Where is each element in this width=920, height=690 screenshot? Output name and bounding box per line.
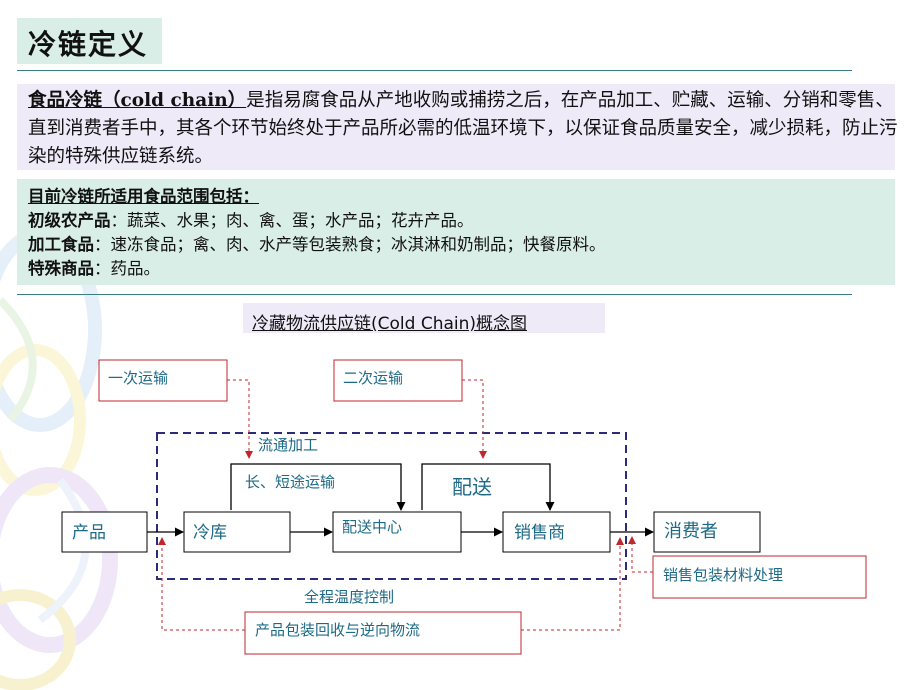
connector-first-transport — [227, 379, 253, 459]
node-product-label: 产品 — [72, 523, 106, 543]
arrow-long-short-transport — [230, 463, 406, 511]
circulation-processing-label: 流通加工 — [258, 436, 319, 454]
note-reverse-logistics-label: 产品包装回收与逆向物流 — [255, 621, 421, 639]
connector-second-transport — [462, 379, 487, 459]
delivery-label: 配送 — [452, 475, 492, 499]
node-consumer-label: 消费者 — [664, 521, 718, 542]
note-second-transport-label: 二次运输 — [343, 369, 404, 387]
scope-divider — [17, 294, 852, 295]
scope-item: 加工食品：速冻食品；禽、肉、水产等包装熟食；冰淇淋和奶制品；快餐原料。 — [28, 235, 606, 254]
node-product-box — [61, 511, 148, 553]
scope-heading: 目前冷链所适用食品范围包括： — [28, 187, 259, 206]
scope-panel — [17, 179, 895, 285]
note-packaging-disposal-box — [652, 555, 867, 599]
connector-reverse-to-product — [158, 537, 245, 631]
note-first-transport-box — [98, 359, 228, 402]
connector-packaging-disposal — [628, 536, 653, 573]
node-retailer-label: 销售商 — [514, 523, 565, 543]
temperature-control-frame — [156, 432, 627, 580]
note-first-transport-label: 一次运输 — [108, 369, 169, 387]
page-title: 冷链定义 — [28, 28, 149, 61]
node-consumer-box — [653, 511, 761, 553]
definition-body: 是指易腐食品从产地收购或捕捞之后，在产品加工、贮藏、运输、分销和零售、直到消费者… — [28, 90, 898, 167]
diagram-title-background — [243, 303, 605, 333]
scope-item: 初级农产品：蔬菜、水果；肉、禽、蛋；水产品；花卉产品。 — [28, 211, 474, 230]
arrow-delivery — [421, 463, 555, 511]
node-cold-storage-label: 冷库 — [193, 523, 227, 543]
note-packaging-disposal-label: 销售包装材料处理 — [663, 566, 784, 584]
diagram-title: 冷藏物流供应链(Cold Chain)概念图 — [252, 314, 528, 334]
long-short-transport-label: 长、短途运输 — [245, 473, 336, 491]
title-divider — [17, 70, 852, 71]
definition-text: 食品冷链（cold chain）是指易腐食品从产地收购或捕捞之后，在产品加工、贮… — [28, 87, 898, 171]
definition-term: 食品冷链（cold chain） — [28, 90, 247, 111]
title-background — [17, 18, 162, 64]
temperature-control-label: 全程温度控制 — [304, 588, 395, 606]
scope-text: 目前冷链所适用食品范围包括： 初级农产品：蔬菜、水果；肉、禽、蛋；水产品；花卉产… — [28, 185, 888, 281]
note-reverse-logistics-box — [244, 611, 522, 655]
node-retailer-box — [502, 511, 611, 553]
note-second-transport-box — [333, 359, 463, 402]
node-distribution-center-label: 配送中心 — [342, 518, 403, 536]
connector-reverse-to-retailer — [521, 537, 624, 631]
definition-panel — [17, 84, 895, 170]
scope-item: 特殊商品：药品。 — [28, 259, 160, 278]
node-distribution-center-box — [332, 511, 462, 553]
